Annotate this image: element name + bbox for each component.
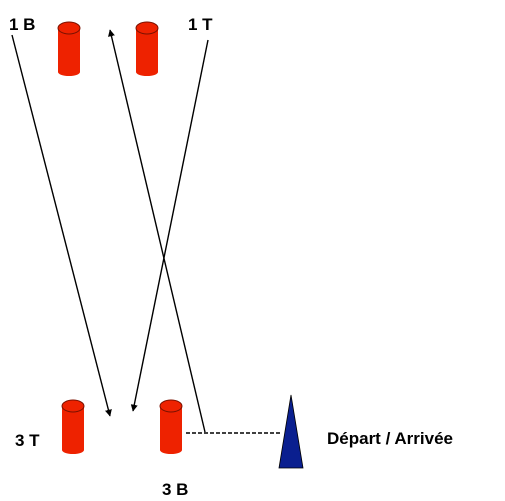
leg-1t-to-3t-arrow <box>130 39 209 412</box>
leg-1b-to-3t-arrow <box>11 34 112 417</box>
buoy-3b-icon <box>159 399 183 454</box>
label-3b: 3 B <box>162 480 188 499</box>
buoy-1b-icon <box>57 21 81 76</box>
label-3t: 3 T <box>15 431 40 450</box>
leg-3b-to-1b-arrow <box>108 29 206 433</box>
label-1b: 1 B <box>9 15 35 34</box>
buoy-1t-icon <box>135 21 159 76</box>
label-1t: 1 T <box>188 15 213 34</box>
start-mark-icon <box>278 394 304 469</box>
buoy-3t-icon <box>61 399 85 454</box>
label-start-finish: Départ / Arrivée <box>327 429 453 448</box>
